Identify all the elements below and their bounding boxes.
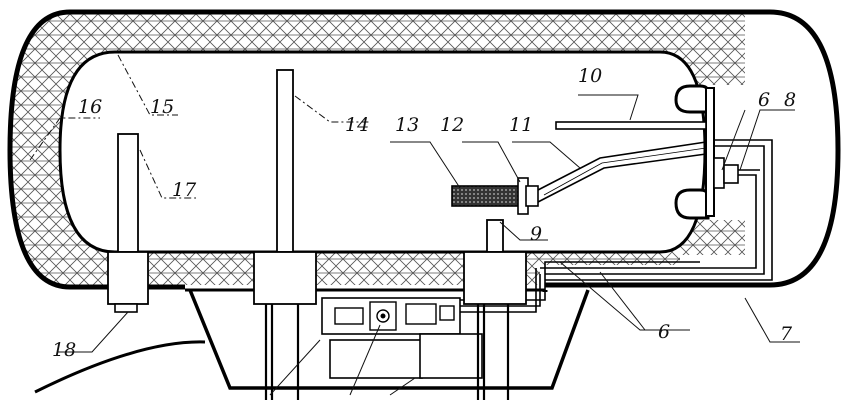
inlet-pipe [555,121,707,130]
power-cable [34,340,206,394]
label-6-top: 6 [758,89,770,111]
label-7: 7 [780,323,793,345]
label-8: 8 [784,89,796,111]
label-18: 18 [52,339,76,361]
label-16: 16 [78,96,102,118]
outlet-fitting [253,251,317,305]
leader-lines [29,54,800,396]
outlet-pipe [276,69,294,253]
label-14: 14 [345,114,369,136]
probe-fitting [463,251,527,305]
label-9: 9 [530,223,542,245]
wiring-harness [455,139,773,313]
label-11: 11 [509,114,533,136]
label-6-bottom: 6 [658,321,670,343]
heating-element [451,141,707,215]
anode-fitting [107,251,149,305]
label-15: 15 [150,96,174,118]
label-13: 13 [395,114,419,136]
label-17: 17 [172,179,197,201]
inner-tank [58,50,707,254]
sensor-probe [486,219,504,253]
flange [674,84,739,220]
anode-rod [117,133,139,253]
label-10: 10 [578,65,602,87]
callout-labels: 10 11 12 13 14 15 16 17 9 6 8 6 7 18 [52,65,796,361]
outer-shell [70,9,841,288]
control-box [188,289,590,400]
label-12: 12 [440,114,464,136]
